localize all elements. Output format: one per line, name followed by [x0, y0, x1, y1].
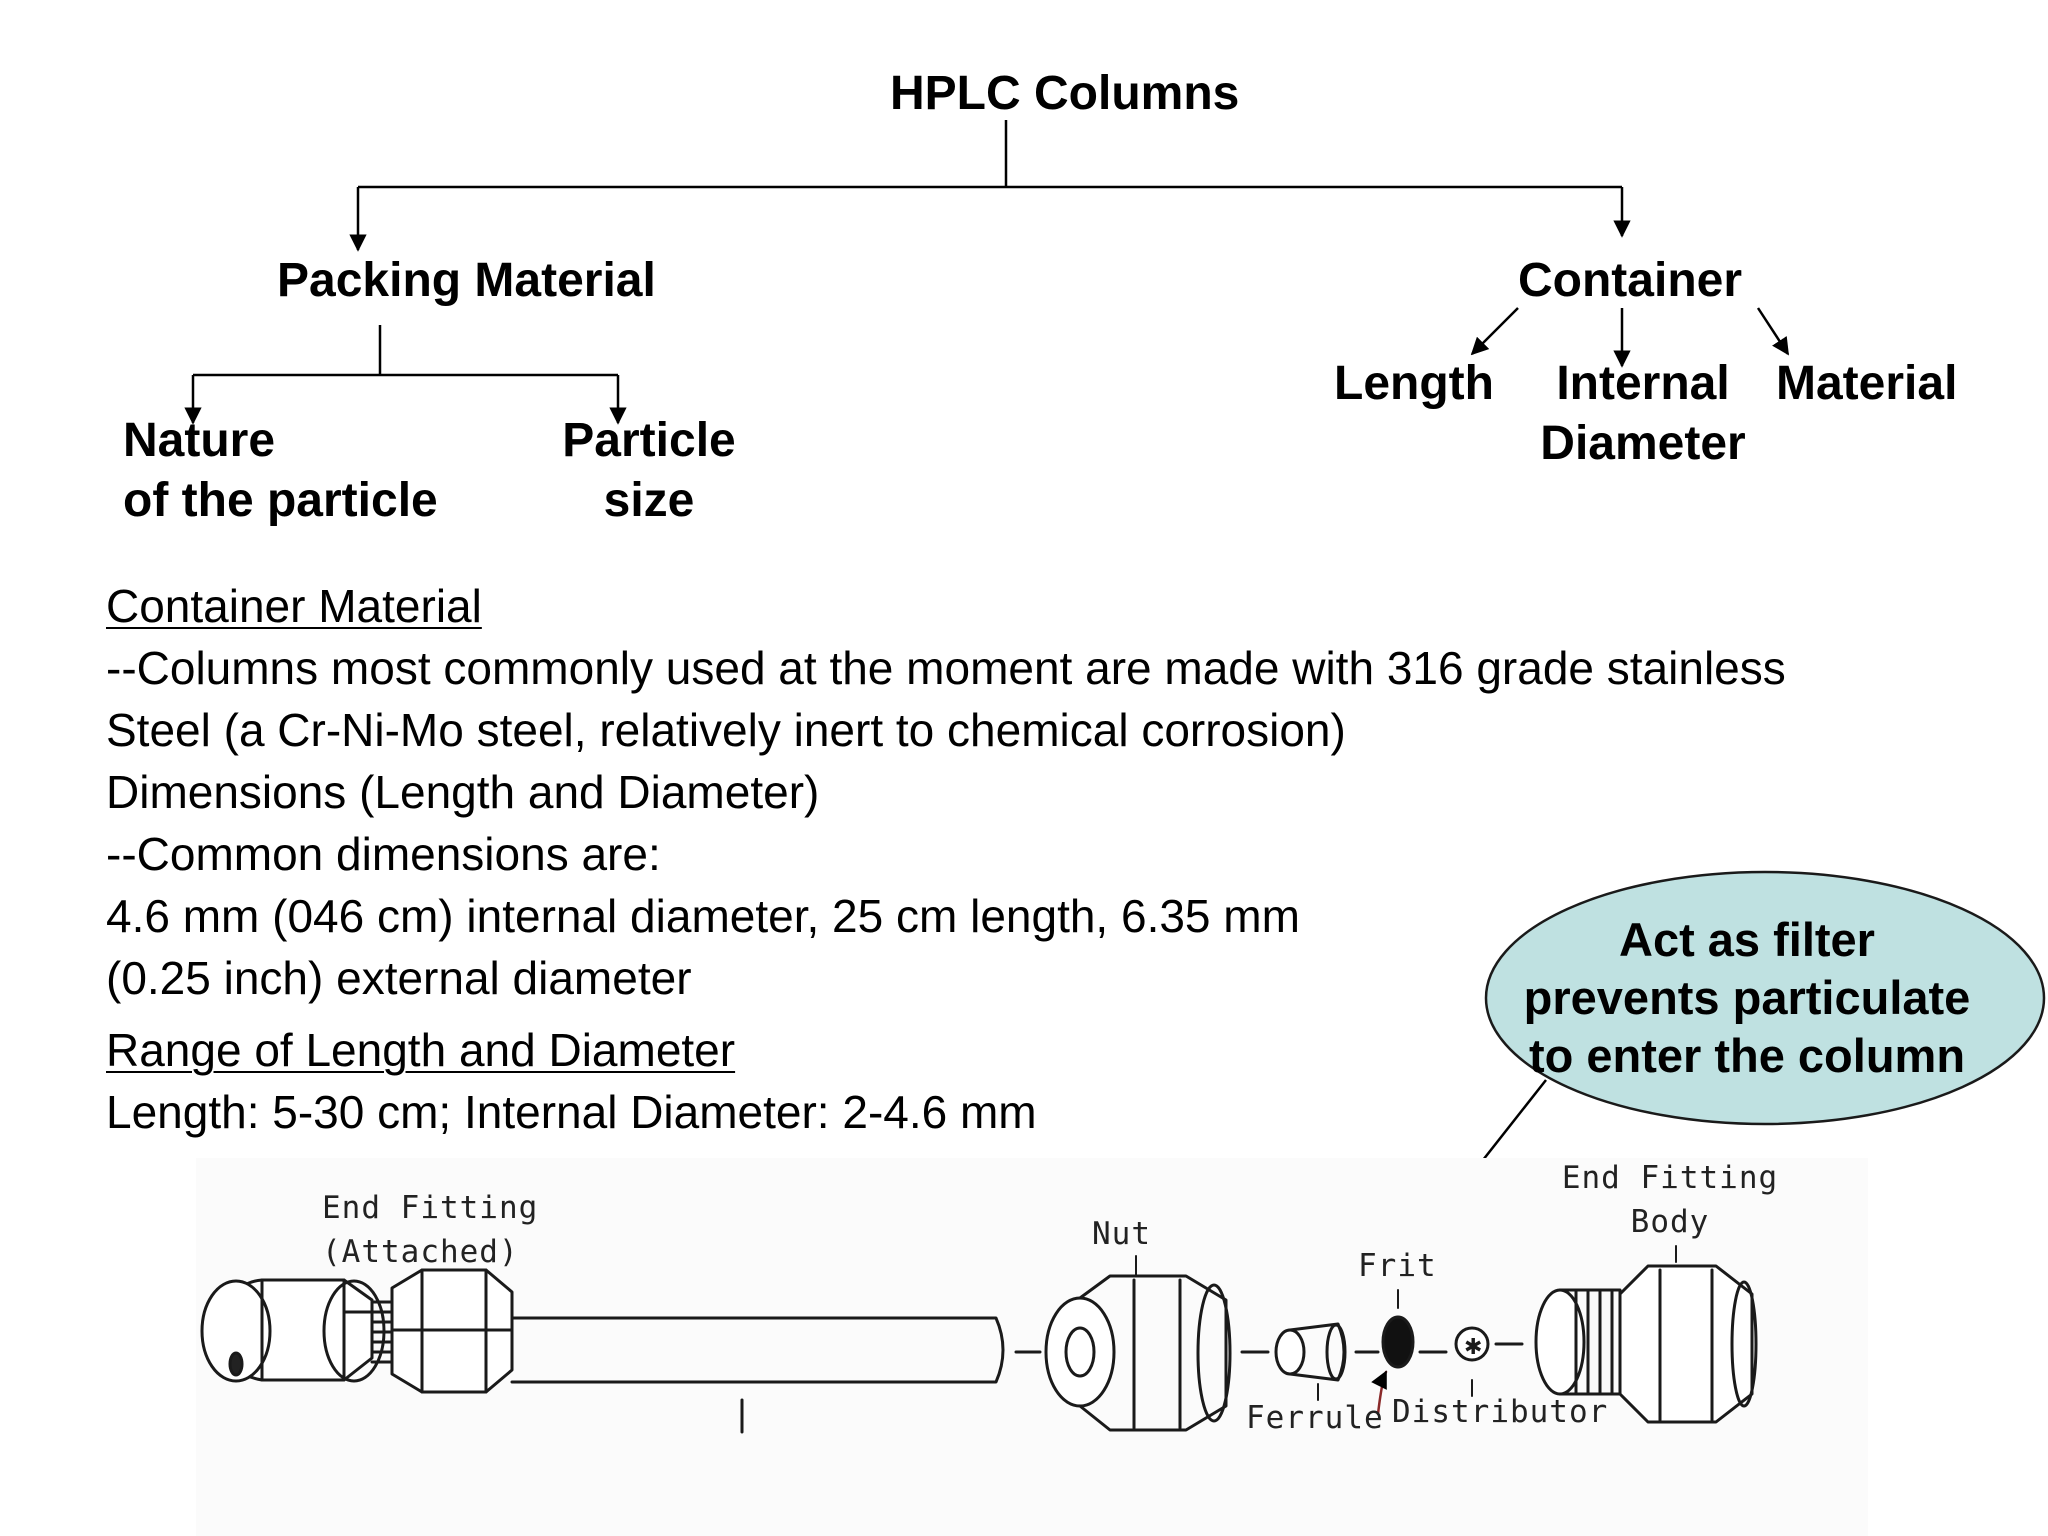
end-fitting-attached-label: End Fitting (Attached): [322, 1186, 538, 1274]
nature-of-particle-label: Nature of the particle: [123, 411, 438, 531]
callout-line-2: prevents particulate: [1523, 971, 1971, 1024]
callout-line-1: Act as filter: [1619, 913, 1875, 966]
distributor-label: Distributor: [1392, 1394, 1609, 1430]
body-line-4: --Common dimensions are:: [106, 828, 661, 880]
container-material-heading: Container Material: [106, 580, 482, 632]
root-title: HPLC Columns: [890, 67, 1240, 120]
container-connectors: [1470, 307, 1790, 368]
end-fitting-body-label: End Fitting Body: [1560, 1156, 1780, 1244]
end-fitting-attached-line-2: (Attached): [322, 1234, 519, 1270]
body-line-5: 4.6 mm (046 cm) internal diameter, 25 cm…: [106, 890, 1300, 942]
column-illustration: ✱: [200, 1245, 1758, 1434]
length-label: Length: [1334, 357, 1494, 410]
end-fitting-body-line-2: Body: [1630, 1204, 1710, 1240]
range-block: Range of Length and Diameter Length: 5-3…: [106, 1019, 1037, 1143]
root-connectors: [349, 120, 1631, 252]
end-fitting-attached-line-1: End Fitting: [322, 1190, 539, 1226]
svg-text:✱: ✱: [1464, 1335, 1482, 1360]
internal-diameter-label: Internal Diameter: [1530, 354, 1756, 474]
internal-diameter-line-1: Internal: [1556, 357, 1730, 410]
body-line-3: Dimensions (Length and Diameter): [106, 766, 820, 818]
ferrule-label: Ferrule: [1246, 1400, 1384, 1436]
particle-size-line-2: size: [603, 474, 695, 527]
callout-line-3: to enter the column: [1528, 1029, 1966, 1082]
frit-label: Frit: [1358, 1248, 1437, 1284]
nature-line-1: Nature: [123, 414, 276, 467]
body-text-block: Container Material --Columns most common…: [106, 575, 1786, 1009]
end-fitting-body-line-1: End Fitting: [1561, 1160, 1779, 1196]
range-line: Length: 5-30 cm; Internal Diameter: 2-4.…: [106, 1086, 1037, 1138]
callout-bubble: [1484, 870, 2046, 1126]
material-label: Material: [1776, 357, 1958, 410]
filter-callout: Act as filter prevents particulate to en…: [1486, 870, 2008, 1126]
body-line-1: --Columns most commonly used at the mome…: [106, 642, 1786, 694]
nature-line-2: of the particle: [123, 474, 438, 527]
range-heading: Range of Length and Diameter: [106, 1024, 736, 1076]
nut-label: Nut: [1092, 1216, 1151, 1252]
packing-connectors: [184, 325, 627, 425]
packing-material-label: Packing Material: [277, 254, 656, 307]
particle-size-line-1: Particle: [562, 414, 736, 467]
body-line-2: Steel (a Cr-Ni-Mo steel, relatively iner…: [106, 704, 1346, 756]
container-label: Container: [1518, 254, 1743, 307]
particle-size-label: Particle size: [549, 411, 749, 531]
body-line-6: (0.25 inch) external diameter: [106, 952, 692, 1004]
internal-diameter-line-2: Diameter: [1540, 417, 1746, 470]
